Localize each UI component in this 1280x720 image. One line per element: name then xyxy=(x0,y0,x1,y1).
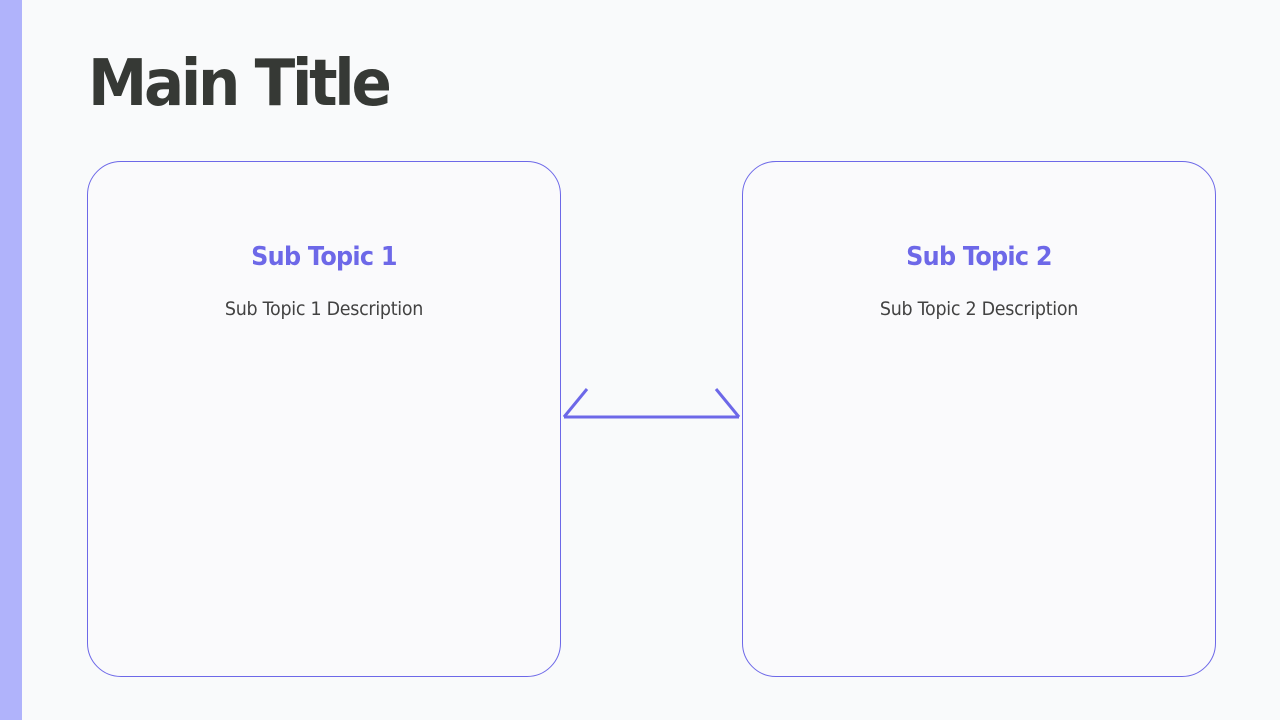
subtopic-card-1: Sub Topic 1 Sub Topic 1 Description xyxy=(87,161,561,677)
subtopic-1-title: Sub Topic 1 xyxy=(251,242,397,272)
subtopic-1-description: Sub Topic 1 Description xyxy=(224,298,424,320)
double-arrow-connector-icon xyxy=(562,388,741,419)
left-accent-bar xyxy=(0,0,22,720)
subtopic-2-description: Sub Topic 2 Description xyxy=(879,298,1079,320)
subtopic-card-2: Sub Topic 2 Sub Topic 2 Description xyxy=(742,161,1216,677)
page-title: Main Title xyxy=(88,47,392,121)
subtopic-2-title: Sub Topic 2 xyxy=(906,242,1052,272)
